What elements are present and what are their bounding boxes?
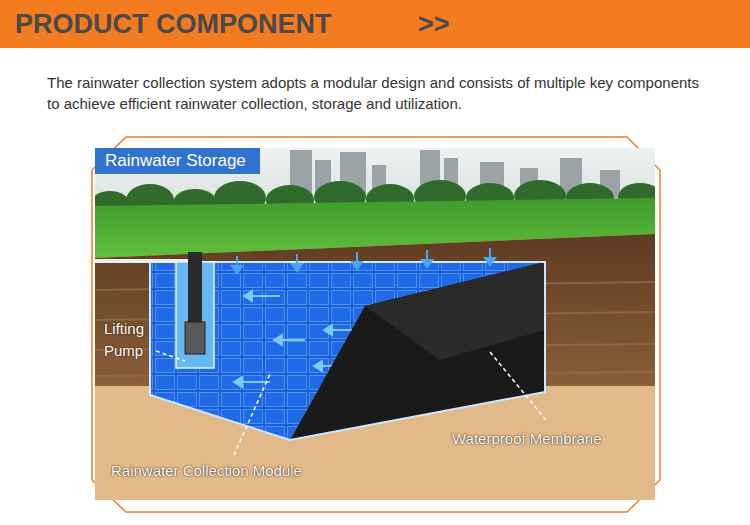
part-label: Waterproof Membrane — [452, 429, 602, 449]
page-title: PRODUCT COMPONENT — [15, 8, 332, 40]
intro-paragraph: The rainwater collection system adopts a… — [47, 72, 712, 114]
leader-line — [156, 351, 185, 361]
tab-text: Rainwater Storage — [105, 150, 250, 172]
header-arrows: >> — [418, 8, 450, 40]
header-bar — [0, 0, 750, 48]
title-tab: Rainwater Storage — [95, 148, 260, 174]
frame-outline — [92, 137, 660, 512]
leader-line — [490, 352, 546, 420]
part-label: Rainwater Collection Module — [111, 461, 302, 481]
rainwater-storage-picture — [95, 148, 655, 500]
leader-line — [234, 374, 270, 455]
part-label: Lifting Pump — [104, 318, 164, 362]
